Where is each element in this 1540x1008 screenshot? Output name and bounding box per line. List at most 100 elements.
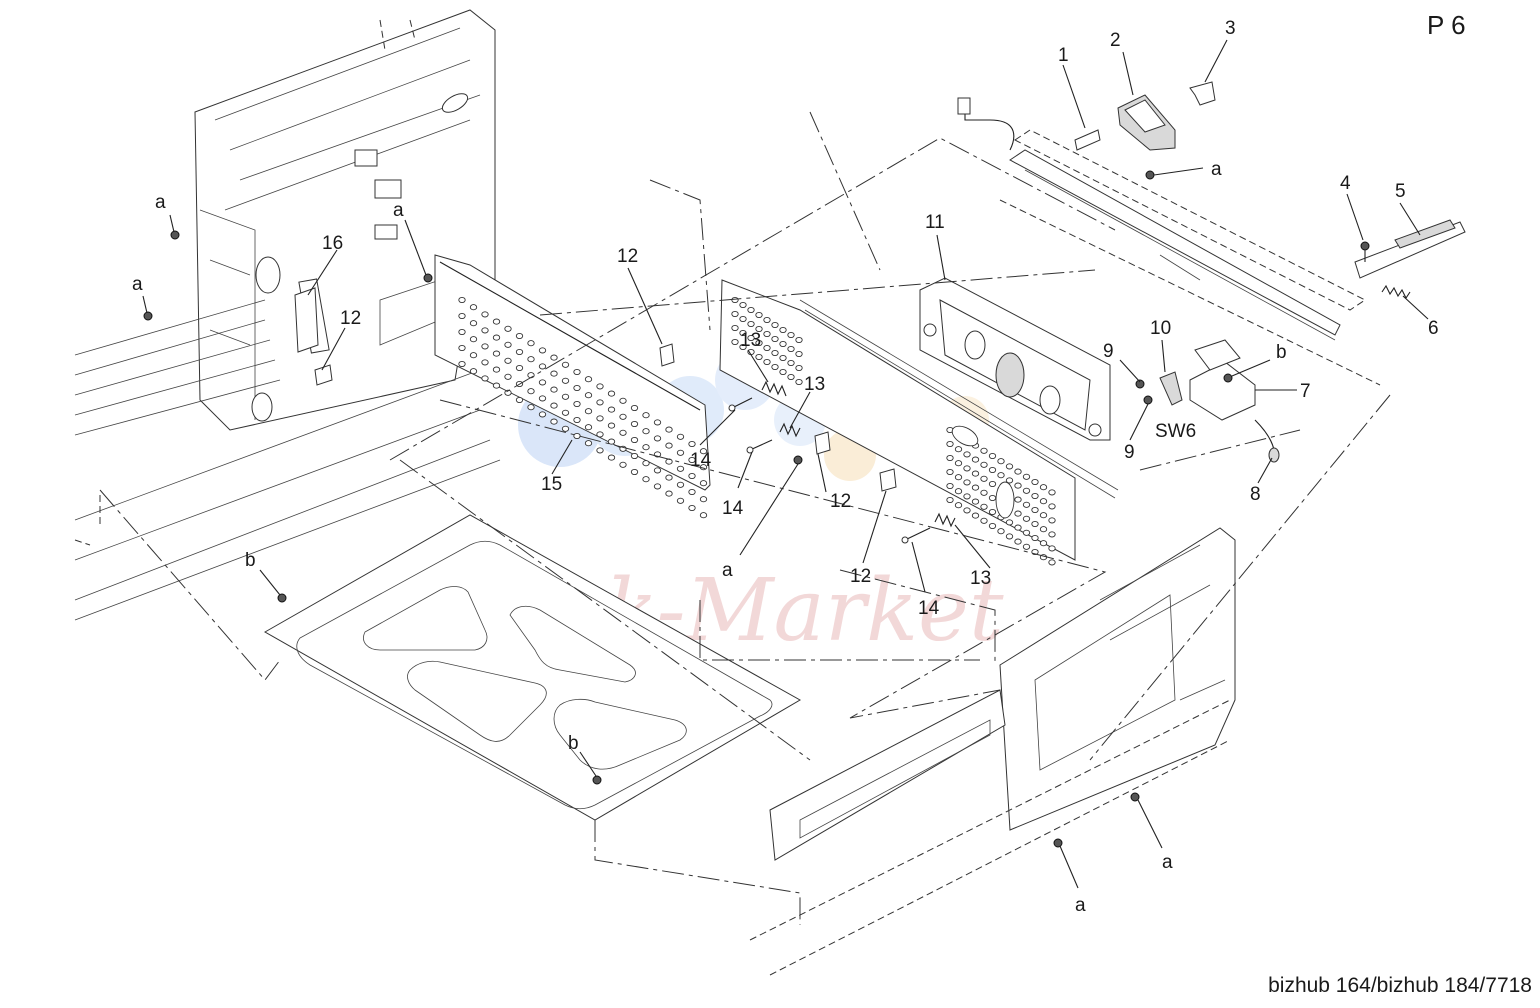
springs-13 xyxy=(761,380,956,528)
perforation-hole xyxy=(665,490,673,497)
perforation-hole xyxy=(980,517,988,524)
perforation-hole xyxy=(550,370,558,377)
perforation-hole xyxy=(688,456,696,464)
callout-11: 11 xyxy=(925,212,945,233)
perforation-hole xyxy=(1048,489,1056,496)
perforation-hole xyxy=(630,468,639,476)
callout-6: 6 xyxy=(1428,318,1439,339)
perforation-hole xyxy=(665,458,673,465)
perforation-hole xyxy=(607,390,616,397)
perforation-hole xyxy=(515,348,524,356)
perforation-hole xyxy=(1048,559,1056,566)
perforation-hole xyxy=(946,468,954,476)
perforation-hole xyxy=(1031,520,1039,528)
perforation-hole xyxy=(699,448,708,455)
perforation-hole xyxy=(1048,503,1056,510)
perforation-hole xyxy=(1039,498,1048,505)
perforation-hole xyxy=(573,400,581,408)
perforation-hole xyxy=(538,395,547,402)
perforation-hole xyxy=(763,316,771,324)
perforation-hole xyxy=(795,378,803,386)
perforation-hole xyxy=(619,413,627,420)
perforation-hole xyxy=(504,373,512,380)
perforation-hole xyxy=(731,310,739,318)
perforation-hole xyxy=(1048,531,1056,538)
page-label: P 6 xyxy=(1427,10,1466,40)
perforation-hole xyxy=(980,489,988,496)
leader-lines xyxy=(142,39,1429,889)
perforation-hole xyxy=(731,338,739,346)
perforation-hole xyxy=(1039,484,1048,491)
callout-12-top: 12 xyxy=(617,246,638,267)
perforation-hole xyxy=(988,494,997,502)
perforation-hole xyxy=(688,472,696,480)
perforation-hole xyxy=(596,447,604,454)
perforation-hole xyxy=(607,438,616,445)
guide-rail xyxy=(799,299,1119,499)
perforation-hole xyxy=(1039,540,1048,547)
perforation-hole xyxy=(492,334,501,341)
perforation-hole xyxy=(607,422,616,429)
perforation-hole xyxy=(1014,538,1022,545)
perforation-hole xyxy=(607,454,616,461)
perforation-hole xyxy=(699,480,708,487)
perforation-hole xyxy=(573,384,581,392)
perforation-hole xyxy=(492,318,501,325)
part-3-bracket xyxy=(1189,81,1216,106)
perforation-hole xyxy=(779,354,787,362)
callout-labels: 1 2 3 4 5 6 7 8 9 9 10 11 12 12 12 12 13… xyxy=(132,18,1439,916)
perforation-hole xyxy=(584,408,593,415)
perforation-hole xyxy=(1048,517,1056,524)
perforation-hole xyxy=(596,399,604,406)
perforation-hole xyxy=(699,496,708,503)
perforation-hole xyxy=(997,472,1005,479)
perforation-hole xyxy=(779,326,787,334)
perforation-hole xyxy=(561,377,570,384)
perforation-hole xyxy=(739,343,747,351)
perforation-hole xyxy=(980,503,988,510)
perforation-hole xyxy=(954,488,963,495)
perforation-hole xyxy=(1022,543,1031,550)
perforation-hole xyxy=(755,311,763,319)
perforation-hole xyxy=(787,345,795,353)
perforation-hole xyxy=(573,416,581,424)
callout-3: 3 xyxy=(1225,18,1236,39)
perforation-hole xyxy=(946,440,954,448)
perforation-hole xyxy=(469,336,478,343)
callout-a-1: a xyxy=(155,192,166,213)
perforation-hole xyxy=(688,504,696,512)
perforation-hole xyxy=(795,364,803,372)
callout-8: 8 xyxy=(1250,484,1261,505)
perforation-hole xyxy=(779,340,787,348)
perforation-hole xyxy=(642,444,650,451)
perforation-hole xyxy=(458,296,466,304)
callout-13-top: 13 xyxy=(740,330,761,351)
perforation-hole xyxy=(1014,482,1022,489)
perforation-hole xyxy=(1014,496,1022,503)
callout-12-middle: 12 xyxy=(830,491,851,512)
perforation-hole xyxy=(527,356,535,363)
callout-9-lower: 9 xyxy=(1124,442,1135,463)
perforation-hole xyxy=(954,460,963,467)
callout-b-3: b xyxy=(568,733,579,754)
perforation-hole xyxy=(1039,512,1048,519)
callout-10: 10 xyxy=(1150,318,1171,339)
perforation-hole xyxy=(550,402,558,409)
perforation-hole xyxy=(739,301,747,309)
perforation-hole xyxy=(739,329,747,337)
perforation-hole xyxy=(747,334,755,342)
switch-sw6-assembly xyxy=(1135,339,1280,463)
perforation-hole xyxy=(481,359,489,366)
perforation-hole xyxy=(971,484,980,491)
perforation-hole xyxy=(755,339,763,347)
perforation-hole xyxy=(988,452,997,460)
perforation-hole xyxy=(1005,519,1014,526)
perforation-hole xyxy=(1048,545,1056,552)
callout-7: 7 xyxy=(1300,381,1311,402)
perforation-hole xyxy=(763,330,771,338)
perforation-hole xyxy=(763,358,771,366)
perforation-hole xyxy=(1022,487,1031,494)
perforation-hole xyxy=(980,461,988,468)
perforation-hole xyxy=(527,404,535,411)
perforation-hole xyxy=(997,528,1005,535)
